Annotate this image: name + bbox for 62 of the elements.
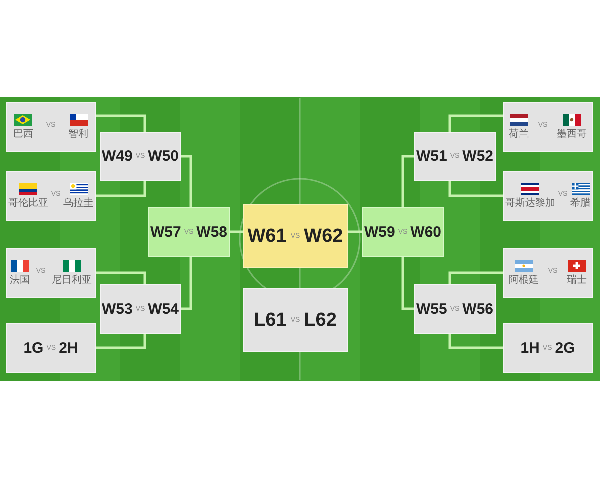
match-label: L62 [304,310,337,330]
match-card [6,171,96,221]
semifinal-card [362,207,444,257]
bracket-line [448,114,503,132]
match-card [6,323,96,373]
match-label: W59 [364,224,396,240]
bracket-line [181,257,192,310]
bracket-line [96,334,146,350]
match-label: 1H [520,340,540,356]
team-name: 哥斯达黎加 [505,199,556,209]
match-label: W51 [416,149,448,164]
match-label: 2H [59,340,78,356]
bracket-line [448,272,503,284]
match-label: W49 [102,149,133,164]
team-name: 法国 [10,276,30,286]
match-label: W54 [148,302,180,316]
match-label: W53 [102,302,133,316]
team-name: 巴西 [13,130,34,140]
team-name: 智利 [68,130,89,140]
bracket-line [348,230,362,234]
match-label: L61 [254,310,287,330]
match-label: W62 [304,226,344,246]
match-label: W55 [416,302,448,316]
match-label: W56 [462,302,494,316]
match-label: W58 [196,224,228,240]
bracket-line [402,257,414,310]
match-label: W57 [150,224,182,240]
bracket-line [402,155,414,207]
match-label: 2G [555,340,576,356]
match-label: W61 [248,226,287,246]
bracket-line [230,230,243,234]
match-card [100,132,181,181]
team-name: 希腊 [570,199,591,209]
match-card [503,171,593,221]
bracket-line [181,155,192,207]
bracket-line [96,114,146,132]
team-name: 荷兰 [508,130,529,140]
semifinal-card [148,207,230,257]
bracket-line [96,272,146,284]
match-card [6,248,96,298]
match-card [100,284,181,334]
match-card [414,284,496,334]
team-name: 乌拉圭 [64,199,94,209]
team-name: 哥伦比亚 [8,199,48,209]
team-name: 尼日利亚 [52,276,92,286]
team-name: 瑞士 [567,276,588,286]
team-name: 墨西哥 [557,130,588,140]
match-label: 1G [24,340,44,356]
bracket-line [96,181,146,198]
bracket-line [448,181,503,198]
match-card [503,102,593,152]
match-card [503,248,593,298]
third-place-card [243,288,348,352]
bracket-line [448,334,503,350]
match-label: W52 [462,149,494,164]
match-card [414,132,496,181]
team-name: 阿根廷 [508,276,539,286]
match-label: W50 [148,149,180,164]
match-card [503,323,593,373]
final-card [243,204,348,268]
match-card [6,102,96,152]
match-label: W60 [410,224,442,240]
